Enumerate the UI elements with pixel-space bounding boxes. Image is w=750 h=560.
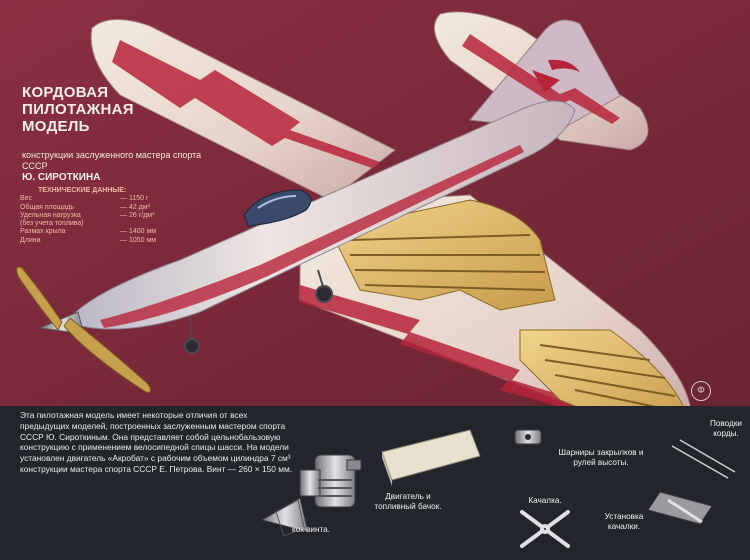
author-name: Ю. СИРОТКИНА	[22, 172, 101, 183]
specs-row: (без учета топлива)	[20, 220, 185, 228]
canopy-glare	[257, 195, 297, 209]
bellcrank-label: Качалка.	[528, 496, 562, 505]
spec-label: (без учета топлива)	[20, 220, 84, 228]
control-leads-drawing	[671, 439, 736, 479]
fuselage	[65, 100, 576, 330]
hinge-drawing	[514, 429, 542, 445]
spec-label: Общая площадь	[20, 203, 75, 211]
details-panel	[0, 406, 750, 560]
engine-drawing	[299, 454, 362, 508]
title-line-3: МОДЕЛЬ	[22, 118, 90, 135]
hinges-label: Шарниры закрылков и рулей высоты.	[558, 448, 644, 467]
specs-row: Длина — 1050 мм	[20, 237, 185, 245]
bellcrank-drawing	[520, 510, 570, 548]
specs-row: Размах крыла — 1400 мм	[20, 228, 185, 236]
fuel-tank-drawing	[381, 429, 481, 481]
spec-label: Вес	[20, 195, 33, 203]
propeller-lower	[63, 317, 152, 393]
spec-value: — 1050 мм	[120, 236, 157, 244]
specs-header: ТЕХНИЧЕСКИЕ ДАННЫЕ:	[38, 187, 127, 194]
bellcrank-mount-drawing	[647, 491, 713, 525]
specs-row: Вес — 1150 г	[20, 195, 185, 203]
spinner-drawing	[260, 497, 309, 537]
control-leads-label: Поводки корды.	[709, 419, 742, 438]
propeller-upper	[16, 266, 63, 331]
description-text: Эта пилотажная модель имеет некоторые от…	[20, 410, 293, 474]
specs-row: Удельная нагрузка — 26 г/дм²	[20, 212, 185, 220]
spec-label: Удельная нагрузка	[20, 211, 81, 219]
right-wing-stripe	[300, 285, 610, 418]
artist-monogram: Ф	[691, 381, 711, 401]
spec-label: Размах крыла	[20, 228, 66, 236]
tail-stripe	[462, 34, 620, 124]
engine-label: Двигатель и топливный бачок.	[374, 492, 442, 511]
specs-row: Общая площадь — 42 дм²	[20, 204, 185, 212]
subtitle: конструкции заслуженного мастера спорта …	[22, 150, 202, 171]
spec-value: — 42 дм²	[120, 203, 150, 211]
left-wing-stripe	[112, 40, 380, 168]
spec-value: — 1400 мм	[120, 228, 157, 236]
page-title: КОРДОВАЯ ПИЛОТАЖНАЯ МОДЕЛЬ	[22, 84, 202, 135]
fuselage-stripe	[100, 145, 524, 328]
specs-block: ТЕХНИЧЕСКИЕ ДАННЫЕ: Вес — 1150 г Общая п…	[20, 187, 185, 245]
spec-label: Длина	[20, 236, 41, 244]
spec-value: — 1150 г	[120, 195, 149, 203]
spec-value: — 26 г/дм²	[120, 211, 155, 219]
canopy	[243, 189, 312, 227]
title-line-1: КОРДОВАЯ	[22, 84, 109, 101]
title-line-2: ПИЛОТАЖНАЯ	[22, 101, 134, 118]
bellcrank-mount-label: Установка качалки.	[604, 512, 644, 531]
landing-gear	[184, 269, 333, 354]
spinner-label: кок винта.	[291, 525, 330, 534]
